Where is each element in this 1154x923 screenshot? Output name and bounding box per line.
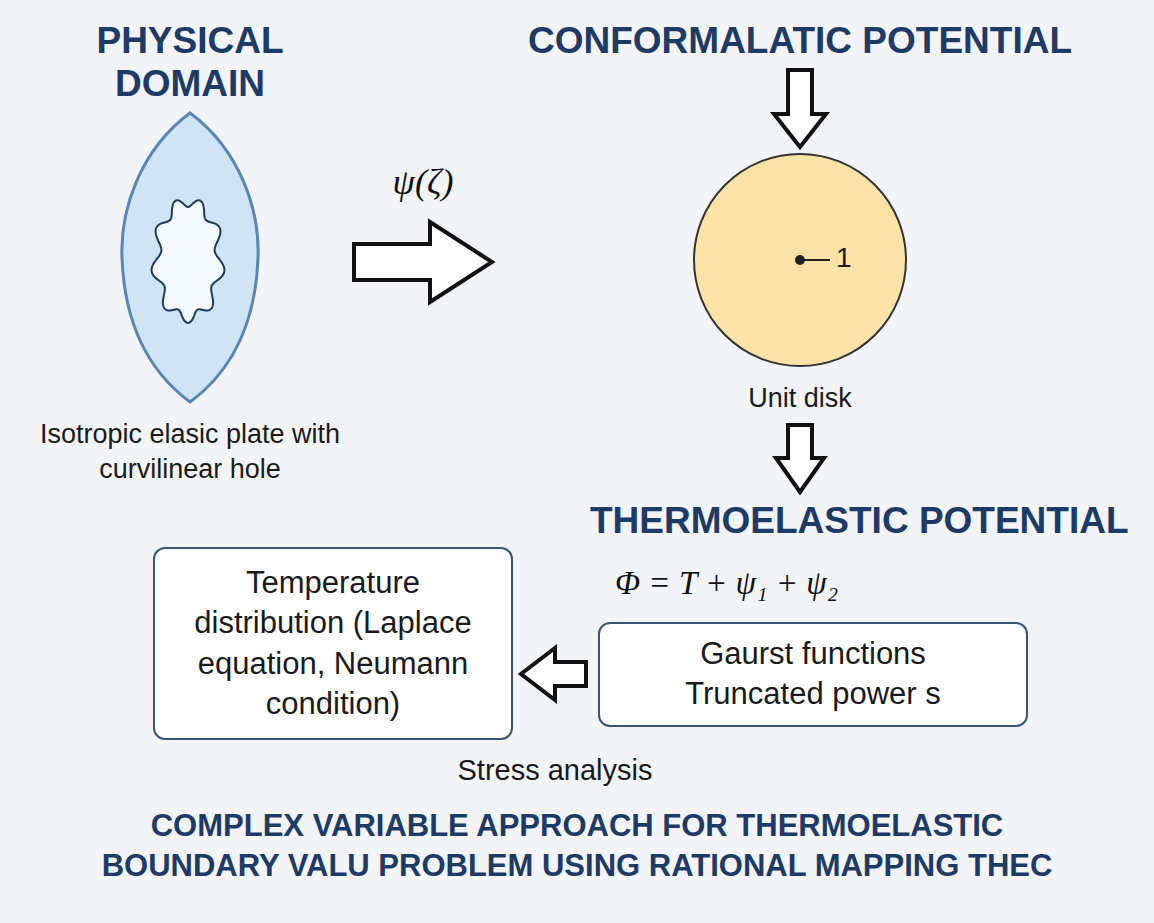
section-heading: PHYSICAL DOMAIN xyxy=(70,20,310,105)
elastic-plate xyxy=(122,113,258,402)
block-arrow xyxy=(354,222,492,302)
box-text: Temperature distribution (Laplace equati… xyxy=(169,563,497,724)
block-arrow xyxy=(776,425,824,492)
physical-domain: PHYSICAL DOMAIN Isotropic elasic plate wi… xyxy=(30,15,350,505)
thermoelastic-panel: Gaurst functions Truncated power s THERMO… xyxy=(590,500,1145,727)
plate-caption: Isotropic elasic plate with curvilinear … xyxy=(30,417,350,487)
diagram-title: COMPLEX VARIABLE APPROACH FOR THERMOELAS… xyxy=(15,806,1139,887)
temperature-box: Temperature distribution (Laplace equati… xyxy=(153,547,513,740)
box-text: Gaurst functions Truncated power s xyxy=(663,634,963,715)
down-arrow xyxy=(774,70,826,147)
unit-disk-shape xyxy=(692,152,908,368)
plate-outline xyxy=(120,110,260,405)
mapping-label: ψ(ζ) xyxy=(393,161,454,204)
section-heading: THERMOELASTIC POTENTIAL xyxy=(590,500,1145,543)
rounded-box: Gaurst functions Truncated power s xyxy=(598,622,1028,727)
disk-caption: Unit disk xyxy=(500,381,1100,416)
unit-disk xyxy=(694,154,906,366)
section-heading: CONFORMALATIC POTENTIAL xyxy=(500,20,1100,63)
curvilinear-hole xyxy=(152,200,225,323)
unit-disk-panel: CONFORMALATIC POTENTIAL 1Unit disk xyxy=(500,15,1100,421)
note-label: Stress analysis xyxy=(420,752,690,790)
block-arrow xyxy=(521,648,586,700)
radius-label: 1 xyxy=(836,242,852,274)
potential-formula: Φ = T + ψ₁ + ψ₂ xyxy=(615,564,838,604)
center-dot xyxy=(795,255,805,265)
